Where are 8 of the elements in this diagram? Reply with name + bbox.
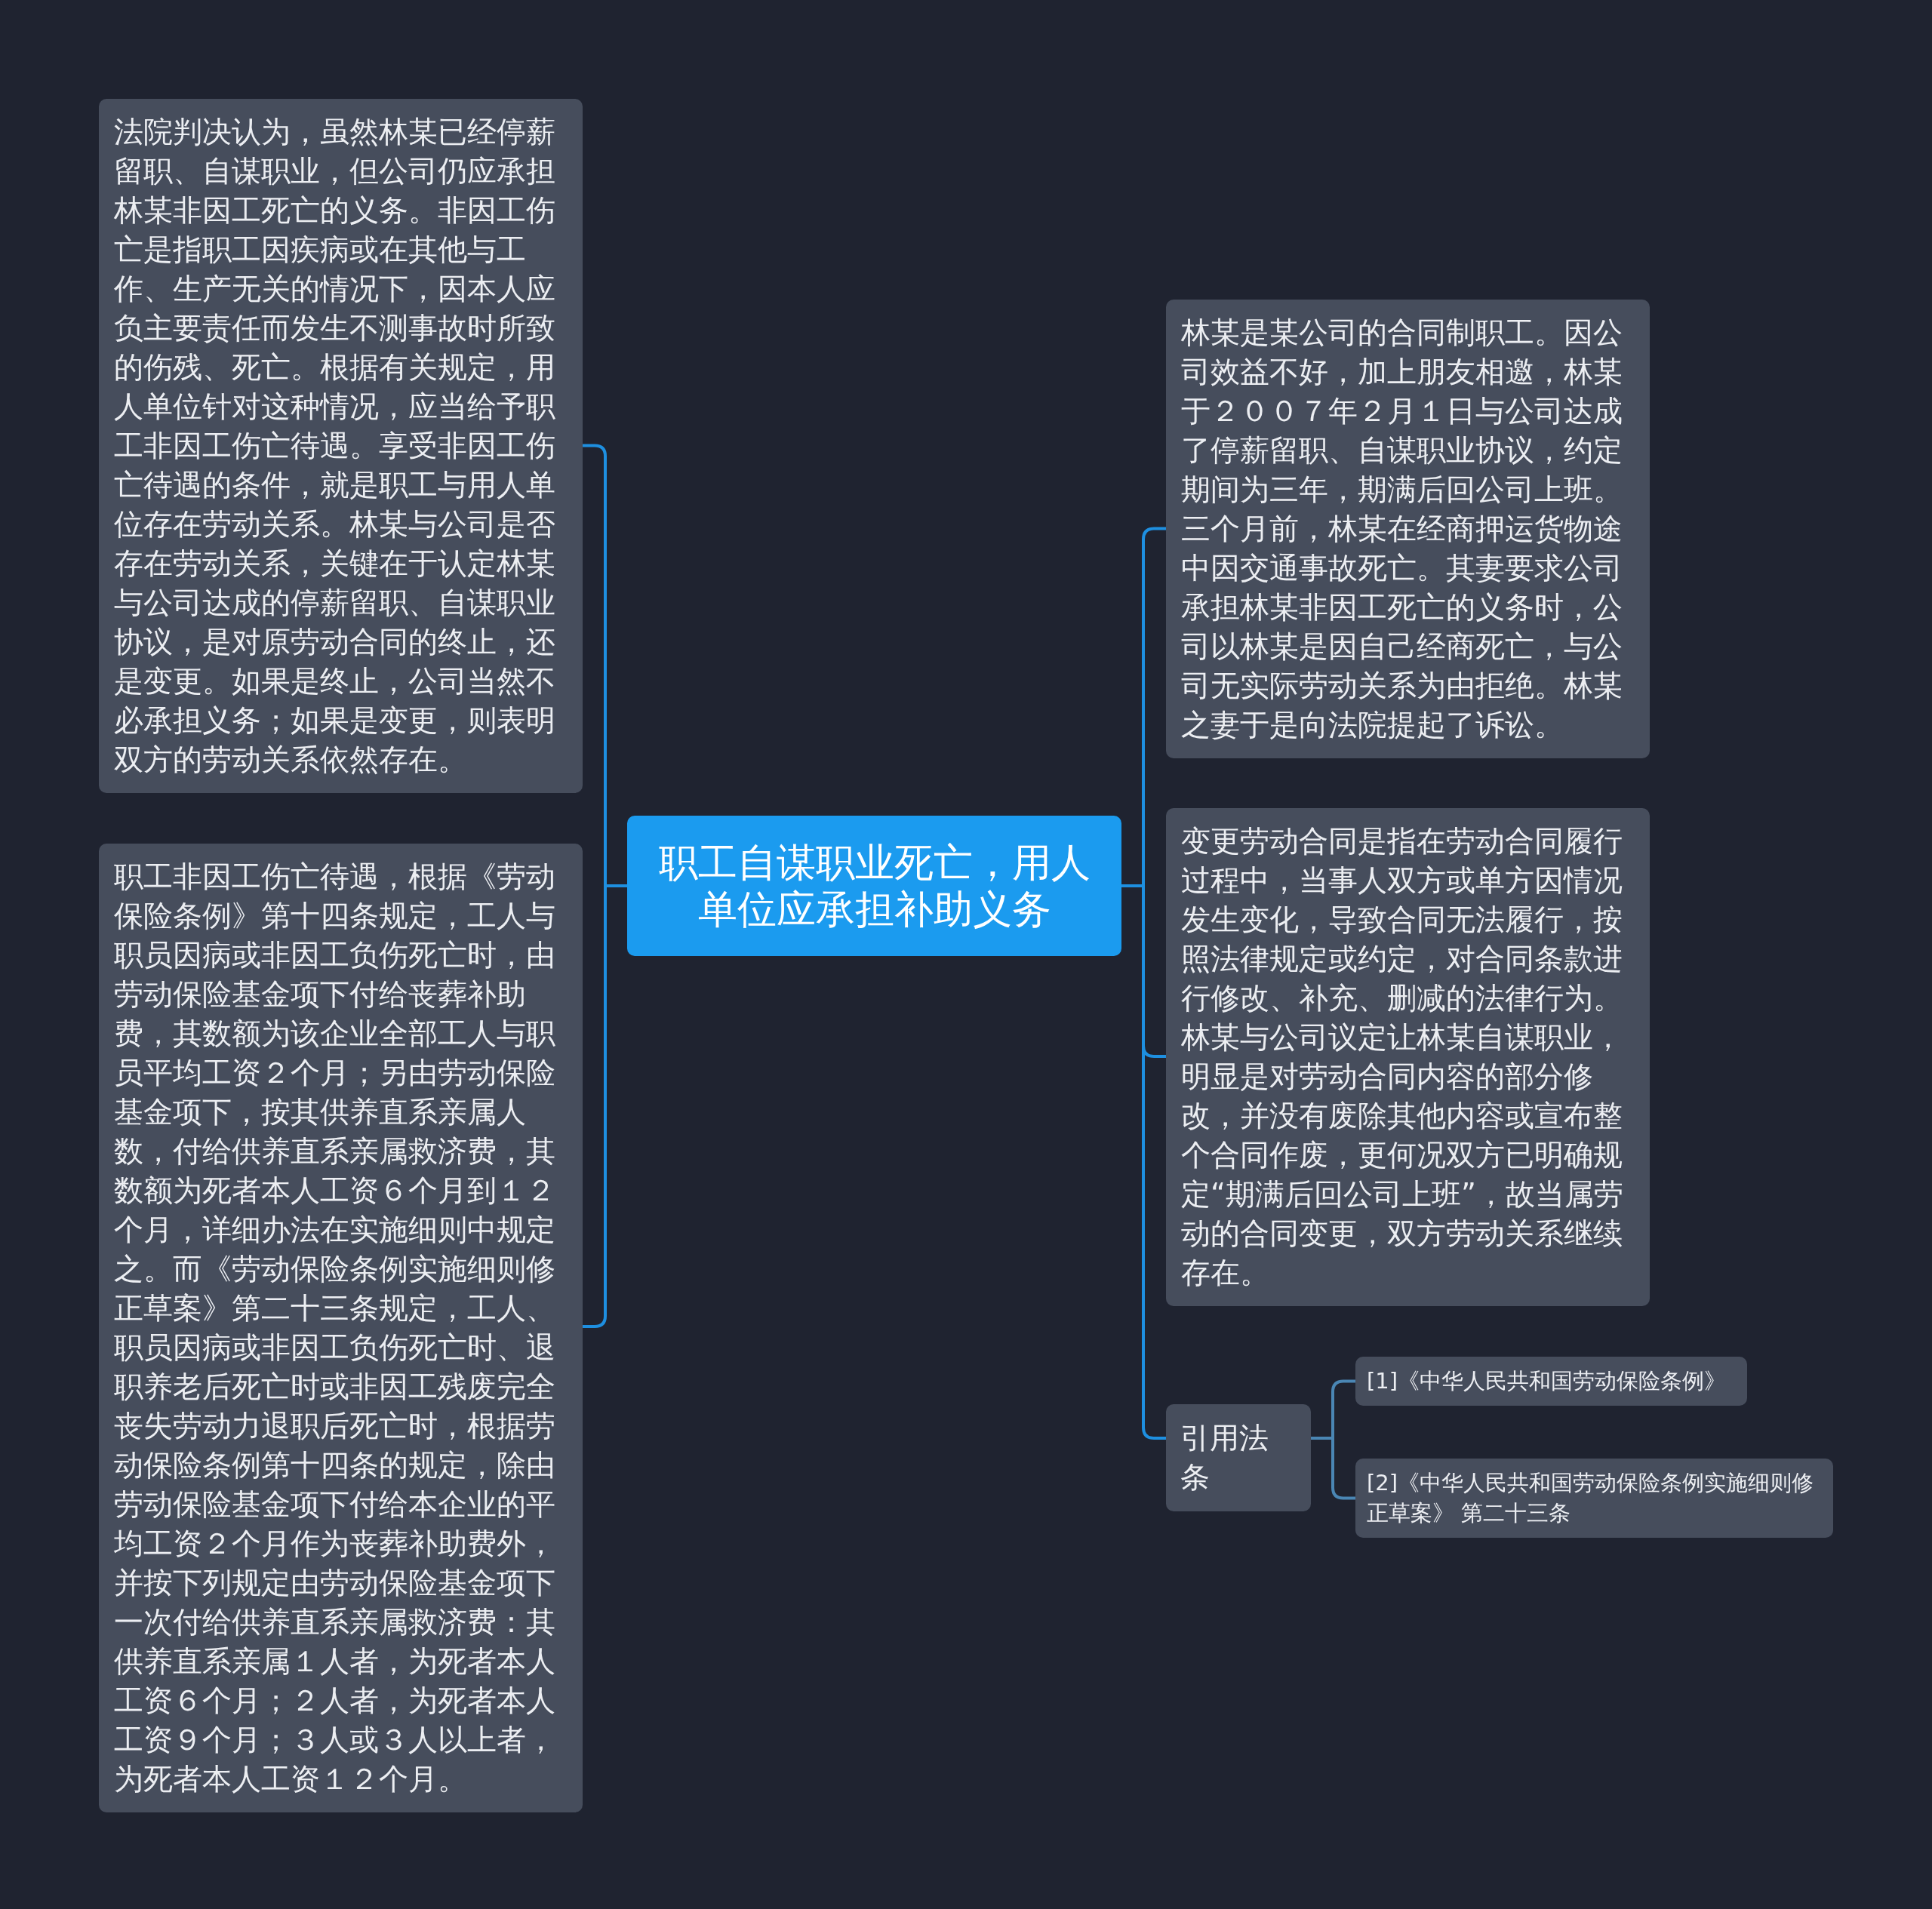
reference-box: [1]《中华人民共和国劳动保险条例》 xyxy=(1355,1357,1747,1406)
topic-box: 引用法条 xyxy=(1166,1404,1311,1511)
text-card: 职工非因工伤亡待遇，根据《劳动保险条例》第十四条规定，工人与职员因病或非因工负伤死亡时，由劳动保险基金项下付给丧葬补助费，其数额为该企业全部工人与职员平均工资２个月；另由劳动保险基金项下，按其供养直系亲属人数，付给供养直系亲属救济费，其数额为死者本人工资６个月到１２个月，详细办法在实施细则中规定之。而《劳动保险条例实施细则修正草案》第二十三条规定，工人、职员因病或非因工负伤死亡时、退职养老后死亡时或非因工残废完全丧失劳动力退职后死亡时，根据劳动保险条例第十四条的规定，除由劳动保险基金项下付给本企业的平均工资２个月作为丧葬补助费外，并按下列规定由劳动保险基金项下一次付给供养直系亲属救济费：其供养直系亲属１人者，为死者本人工资６个月；２人者，为死者本人工资９个月；３人或３人以上者，为死者本人工资１２个月。 xyxy=(99,844,583,1812)
text-card: 法院判决认为，虽然林某已经停薪留职、自谋职业，但公司仍应承担林某非因工死亡的义务。非因工伤亡是指职工因疾病或在其他与工作、生产无关的情况下，因本人应负主要责任而发生不测事故时所致的伤残、死亡。根据有关规定，用人单位针对这种情况，应当给予职工非因工伤亡待遇。享受非因工伤亡待遇的条件，就是职工与用人单位存在劳动关系。林某与公司是否存在劳动关系，关键在于认定林某与公司达成的停薪留职、自谋职业协议，是对原劳动合同的终止，还是变更。如果是终止，公司当然不必承担义务；如果是变更，则表明双方的劳动关系依然存在。 xyxy=(99,99,583,793)
text-card: 变更劳动合同是指在劳动合同履行过程中，当事人双方或单方因情况发生变化，导致合同无法履行，按照法律规定或约定，对合同条款进行修改、补充、删减的法律行为。林某与公司议定让林某自谋职业，明显是对劳动合同内容的部分修改，并没有废除其他内容或宣布整个合同作废，更何况双方已明确规定“期满后回公司上班”，故当属劳动的合同变更，双方劳动关系继续存在。 xyxy=(1166,808,1650,1306)
text-card: 林某是某公司的合同制职工。因公司效益不好，加上朋友相邀，林某于２００７年２月１日与公司达成了停薪留职、自谋职业协议，约定期间为三年，期满后回公司上班。三个月前，林某在经商押运货物途中因交通事故死亡。其妻要求公司承担林某非因工死亡的义务时，公司以林某是因自己经商死亡，与公司无实际劳动关系为由拒绝。林某之妻于是向法院提起了诉讼。 xyxy=(1166,300,1650,758)
central-topic-box: 职工自谋职业死亡，用人单位应承担补助义务 xyxy=(627,816,1121,956)
reference-box: [2]《中华人民共和国劳动保险条例实施细则修正草案》 第二十三条 xyxy=(1355,1459,1833,1538)
